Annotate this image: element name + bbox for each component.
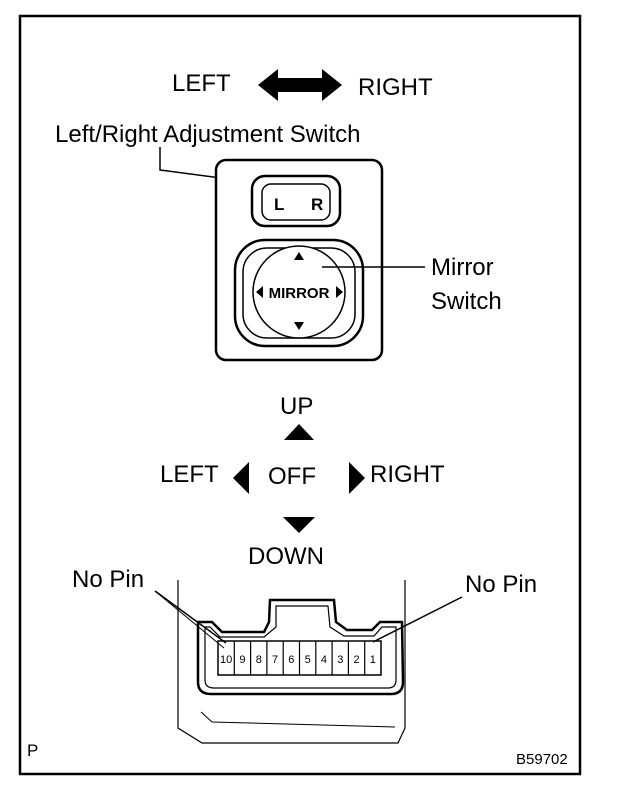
mirror-down-arrow-icon: [294, 322, 304, 330]
lr-button-outer[interactable]: [250, 174, 342, 228]
lr-left-key: L: [274, 195, 284, 214]
connector-body-outline: [177, 580, 406, 744]
lr-right-key: R: [311, 195, 323, 214]
dir-right-arrow-icon: [349, 462, 365, 494]
no-pin-left-label: No Pin: [72, 566, 144, 593]
pin-number: 2: [353, 654, 359, 666]
mirror-up-arrow-icon: [294, 252, 304, 260]
diagram-frame: [18, 14, 582, 776]
pin-number: 3: [337, 654, 343, 666]
pin-number: 6: [288, 654, 294, 666]
no-pin-right-leader: [372, 596, 463, 643]
mirror-joystick[interactable]: [252, 245, 346, 339]
pin-number: 8: [256, 654, 262, 666]
pin-number: 1: [370, 654, 376, 666]
lr-button-inner: [261, 183, 331, 221]
pin-number: 5: [305, 654, 311, 666]
mirror-label-line2: Switch: [431, 288, 502, 315]
dir-right-label: RIGHT: [370, 461, 445, 488]
top-left-label: LEFT: [172, 70, 231, 97]
double-arrow-icon: [258, 69, 342, 101]
figure-code: B59702: [516, 751, 568, 768]
pin-number: 10: [220, 654, 232, 666]
top-right-label: RIGHT: [358, 74, 433, 101]
no-pin-left-leader-2: [154, 590, 225, 649]
connector-shell-inner: [204, 605, 397, 689]
connector-front-line: [200, 711, 396, 728]
dir-up-arrow-icon: [284, 424, 314, 440]
dir-down-label: DOWN: [248, 543, 324, 570]
mirror-center-text: MIRROR: [269, 285, 330, 302]
mirror-label-line1: Mirror: [431, 254, 494, 281]
dir-left-label: LEFT: [160, 461, 219, 488]
dir-up-label: UP: [280, 393, 313, 420]
dir-off-label: OFF: [268, 463, 316, 490]
mirror-right-arrow-icon: [336, 286, 343, 298]
no-pin-right-label: No Pin: [465, 571, 537, 598]
corner-letter: P: [27, 741, 38, 760]
adjust-switch-label: Left/Right Adjustment Switch: [55, 121, 360, 148]
no-pin-left-leader: [154, 590, 227, 644]
mirror-left-arrow-icon: [256, 286, 263, 298]
pin-number: 9: [239, 654, 245, 666]
dir-down-arrow-icon: [283, 517, 315, 533]
pin-number: 7: [272, 654, 278, 666]
dir-left-arrow-icon: [233, 462, 249, 494]
pin-number: 4: [321, 654, 327, 666]
